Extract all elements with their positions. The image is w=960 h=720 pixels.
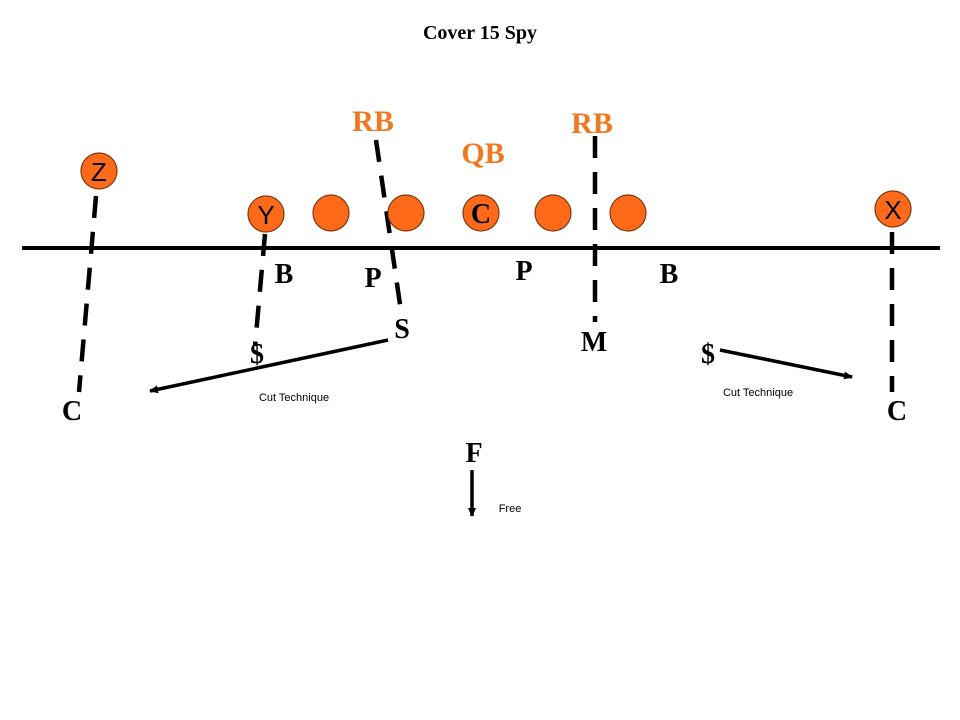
note-cut-technique-left: Cut Technique xyxy=(259,392,329,404)
receiver-x-label: X xyxy=(884,195,901,225)
lineman-left-guard xyxy=(387,194,425,232)
receiver-y: Y xyxy=(247,195,285,233)
defender-free-safety: F xyxy=(465,438,482,469)
route-rb-left-to-sam xyxy=(373,139,405,319)
note-free: Free xyxy=(499,503,522,515)
rb-left-label: RB xyxy=(352,105,394,138)
defender-end-right: B xyxy=(660,259,679,290)
lineman-right-guard xyxy=(534,194,572,232)
defender-corner-left: C xyxy=(62,396,82,427)
diagram-title: Cover 15 Spy xyxy=(423,22,537,44)
lineman-right-tackle xyxy=(609,194,647,232)
receiver-x: X xyxy=(874,190,912,228)
cut-arrow-left xyxy=(149,338,389,394)
lineman-center xyxy=(462,194,500,232)
offensive-line: C xyxy=(312,194,647,232)
receiver-z-marker xyxy=(80,152,118,190)
defender-mike: M xyxy=(581,327,607,358)
qb-label: QB xyxy=(461,137,504,170)
route-z-to-corner xyxy=(76,195,99,393)
defender-money-left: $ xyxy=(250,339,264,370)
defender-sam: S xyxy=(394,314,410,345)
rb-right-label: RB xyxy=(571,107,613,140)
receiver-z: Z xyxy=(80,152,118,190)
defender-tackle-left: P xyxy=(364,263,381,294)
note-cut-technique-right: Cut Technique xyxy=(723,387,793,399)
defender-money-right: $ xyxy=(701,339,715,370)
defender-corner-right: C xyxy=(887,396,907,427)
route-y-to-money xyxy=(252,233,268,347)
cut-arrow-right xyxy=(719,348,853,380)
defender-end-left: B xyxy=(275,259,294,290)
receiver-y-marker xyxy=(247,195,285,233)
receiver-y-label: Y xyxy=(257,200,274,230)
defender-tackle-right: P xyxy=(515,256,532,287)
receiver-x-marker xyxy=(874,190,912,228)
center-label: C xyxy=(471,199,491,230)
receiver-z-label: Z xyxy=(91,157,107,187)
lineman-left-tackle xyxy=(312,194,350,232)
